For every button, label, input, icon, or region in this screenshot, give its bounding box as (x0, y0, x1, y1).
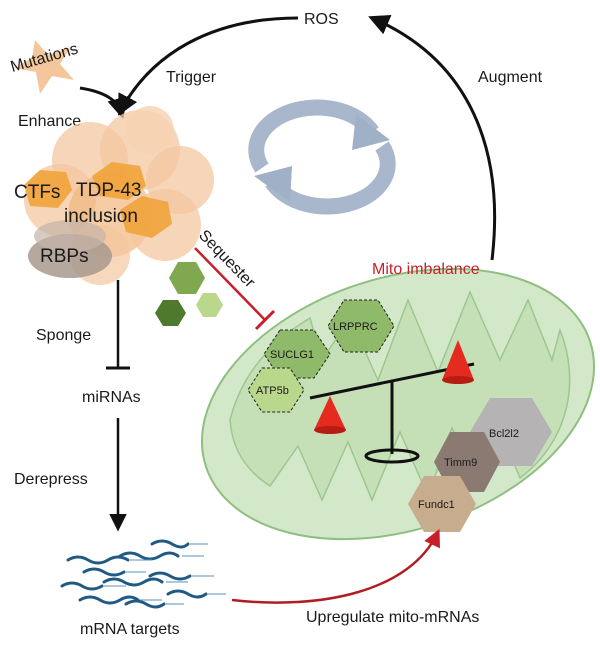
sequestered-proteins (155, 262, 223, 326)
balance-scale-icon (309, 340, 475, 464)
enhance-arrow (79, 86, 128, 120)
inclusion-label: inclusion (64, 206, 138, 227)
fundc1-label: Fundc1 (418, 499, 455, 511)
bcl2l2-label: Bcl2l2 (489, 428, 519, 440)
timm9-label: Timm9 (444, 457, 477, 469)
atp5b-label: ATP5b (256, 385, 289, 397)
mrna-targets-icon (60, 539, 208, 609)
mito-protein-suclg1: SUCLG1 (263, 329, 331, 379)
cycle-arrowhead-1 (352, 114, 390, 150)
trigger-label: Trigger (166, 69, 217, 86)
mito-imbalance-label: Mito imbalance (372, 261, 480, 278)
mrna-targets-label: mRNA targets (80, 621, 180, 638)
lrpprc-label: LRPPRC (333, 321, 378, 333)
sequester-bar (254, 309, 276, 331)
sequester-line (194, 247, 266, 321)
ctfs-label: CTFs (14, 182, 60, 203)
upregulate-arrow (231, 528, 440, 604)
poly-a-tails (104, 543, 226, 605)
trigger-arrow (118, 16, 299, 116)
mutations-star: Mutations (9, 40, 80, 94)
mito-protein-fundc1: Fundc1 (408, 476, 476, 532)
rbps-label: RBPs (40, 246, 89, 267)
upregulate-label: Upregulate mito-mRNAs (306, 609, 479, 626)
tdp43-label: TDP-43 (76, 180, 141, 201)
enhance-label: Enhance (18, 113, 81, 130)
ros-label: ROS (304, 11, 339, 28)
inclusion-cluster (24, 106, 214, 285)
mito-protein-lrpprc: LRPPRC (327, 299, 395, 353)
sponge-label: Sponge (36, 327, 91, 344)
cycle-arrowhead-2 (254, 166, 292, 202)
augment-arrow (368, 14, 497, 261)
suclg1-label: SUCLG1 (270, 349, 314, 361)
mirnas-label: miRNAs (82, 389, 141, 406)
derepress-label: Derepress (14, 471, 88, 488)
augment-label: Augment (478, 69, 543, 86)
mito-protein-atp5b: ATP5b (247, 367, 305, 413)
